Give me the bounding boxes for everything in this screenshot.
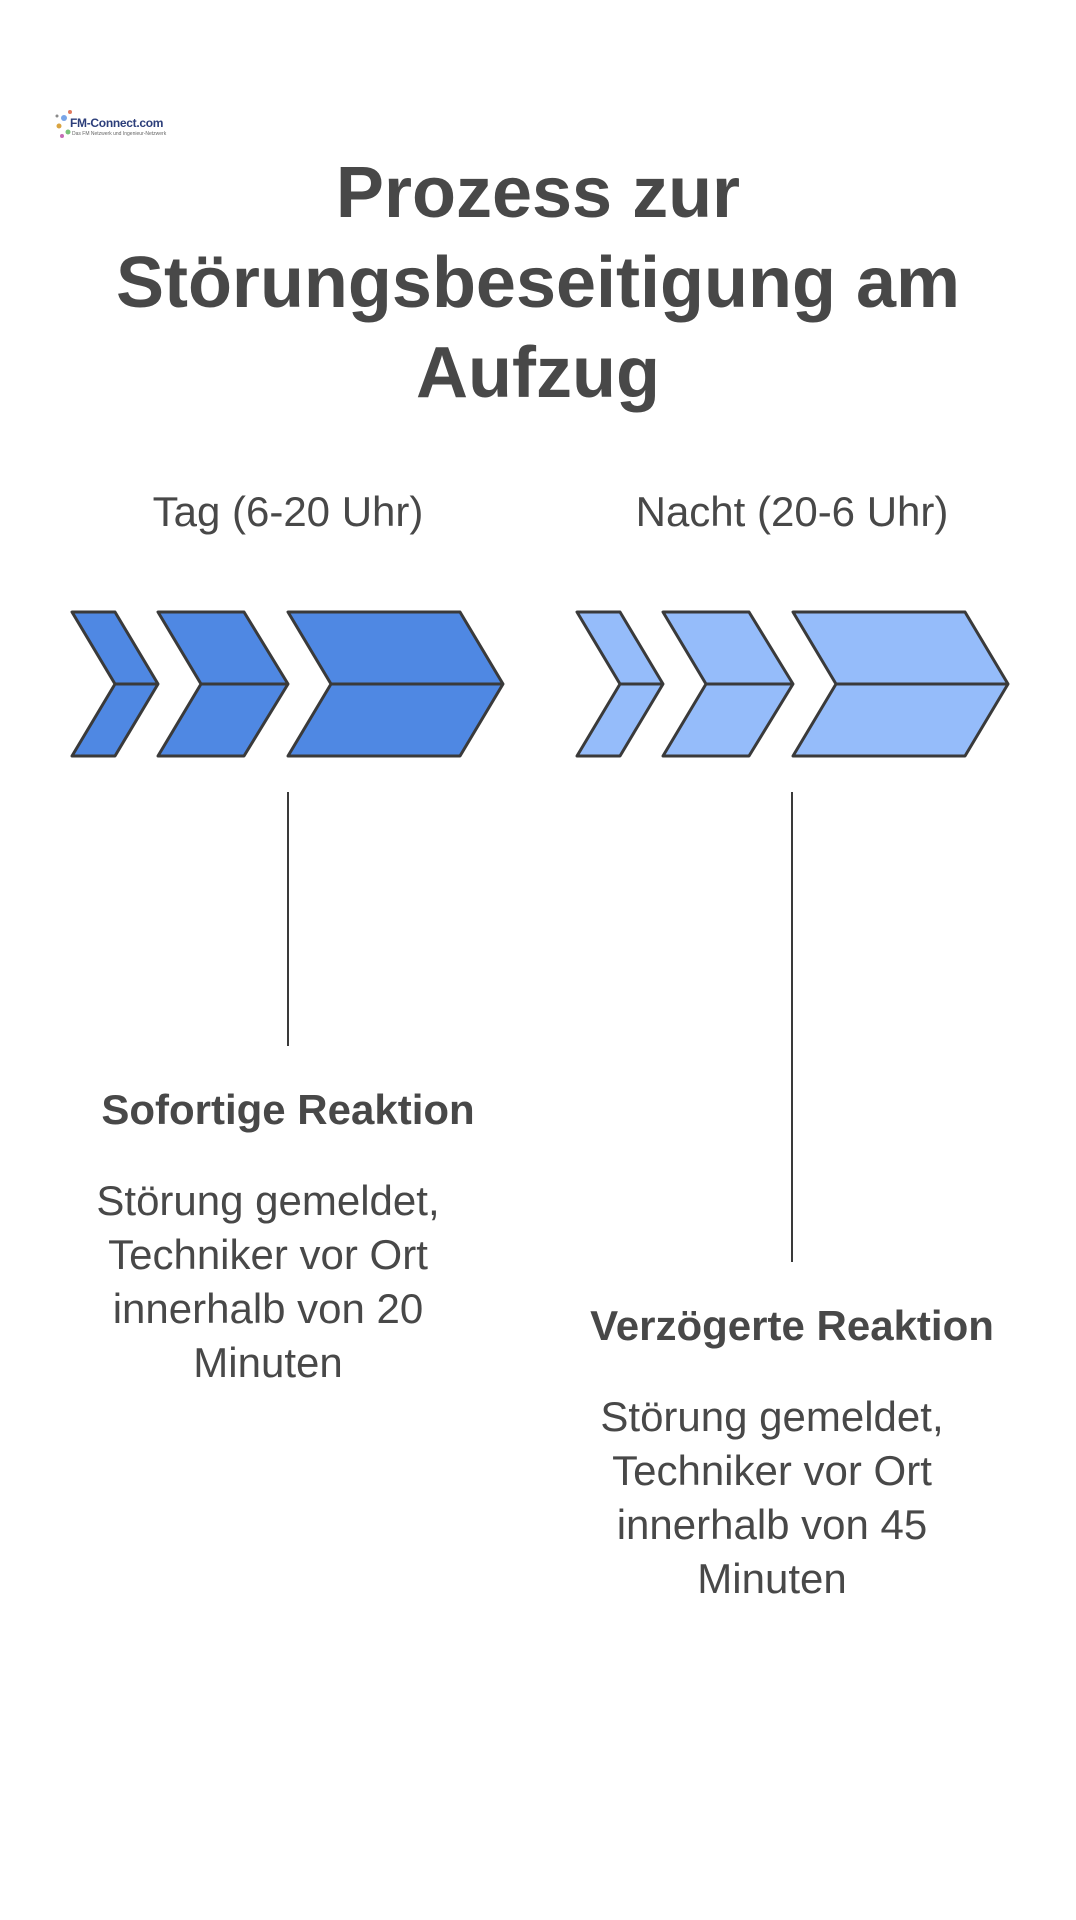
phase-day-label: Tag (6-20 Uhr) [152,488,424,535]
night-result-title: Verzögerte Reaktion [590,1302,994,1349]
day-result-title: Sofortige Reaktion [101,1086,475,1133]
night-arrow-group [575,610,1010,758]
day-connector-line [287,792,289,1046]
logo-icon [55,110,72,138]
night-connector-line [791,792,793,1262]
day-result-text: Störung gemeldet, Techniker vor Ort inne… [96,1177,440,1386]
fm-connect-logo: FM-Connect.com Das FM Netzwerk und Ingen… [54,104,166,146]
logo-text: FM-Connect.com [70,116,164,130]
night-result-text: Störung gemeldet, Techniker vor Ort inne… [600,1393,944,1602]
day-arrow-group [70,610,505,758]
process-arrows [70,610,1010,758]
page-title: Prozess zur Störungsbeseitigung am Aufzu… [115,153,961,413]
phase-night-label: Nacht (20-6 Uhr) [635,488,949,535]
logo-tagline: Das FM Netzwerk und Ingenieur-Netzwerk [72,131,167,137]
